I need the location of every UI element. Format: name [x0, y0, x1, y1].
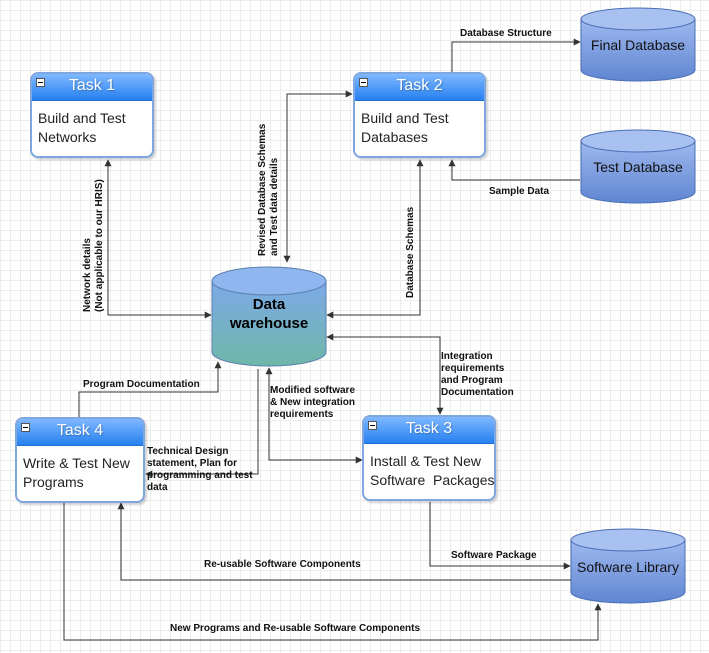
collapse-icon[interactable]	[36, 78, 45, 87]
task3-title: Task 3	[405, 420, 453, 437]
collapse-icon[interactable]	[359, 78, 368, 87]
data-warehouse-cylinder	[211, 266, 327, 367]
flow-reusable-components	[117, 502, 571, 581]
task4-line2: Programs	[23, 474, 84, 490]
modified-software-line1: Modified software	[270, 385, 356, 396]
flow-technical-design	[145, 369, 259, 478]
flow-new-programs	[63, 502, 602, 641]
integration-line4: Documentation	[441, 387, 514, 398]
task1-line1: Build and Test	[38, 110, 126, 126]
network-details-line1: Network details	[82, 238, 93, 312]
label-software-package: Software Package	[451, 550, 537, 561]
task1-title: Task 1	[68, 77, 116, 94]
flow-modified-software	[265, 367, 363, 464]
software-library-label: Software Library	[577, 559, 679, 575]
flow-database-schemas	[326, 159, 424, 319]
task2-box[interactable]: Task 2 Build and Test Databases	[353, 72, 486, 158]
flow-revised-schemas	[283, 90, 353, 263]
label-reusable-components: Re-usable Software Components	[204, 559, 361, 570]
test-database-label: Test Database	[593, 159, 683, 175]
task3-description: Install & Test New Software Packages	[364, 444, 495, 490]
label-modified-software: Modified software & New integration requ…	[270, 385, 355, 421]
task3-line2: Software Packages	[370, 472, 495, 488]
task3-box[interactable]: Task 3 Install & Test New Software Packa…	[362, 415, 496, 501]
final-database-label: Final Database	[590, 37, 686, 53]
flow-software-package	[429, 502, 571, 570]
task4-box[interactable]: Task 4 Write & Test New Programs	[15, 417, 145, 503]
task4-description: Write & Test New Programs	[17, 446, 143, 492]
label-network-details: Network details (Not applicable to our H…	[82, 179, 106, 312]
task2-header: Task 2	[355, 74, 484, 101]
integration-line2: requirements	[441, 363, 505, 374]
label-new-programs: New Programs and Re-usable Software Comp…	[170, 623, 421, 634]
label-database-schemas: Database Schemas	[405, 207, 417, 298]
label-sample-data: Sample Data	[489, 186, 550, 197]
label-program-documentation: Program Documentation	[83, 379, 200, 390]
task1-description: Build and Test Networks	[32, 101, 152, 147]
task1-line2: Networks	[38, 129, 97, 145]
technical-design-line3: programming and test	[147, 470, 253, 481]
data-warehouse-label: Data warehouse	[212, 295, 326, 333]
collapse-icon[interactable]	[368, 421, 377, 430]
data-warehouse-line1: Data	[252, 296, 286, 313]
task4-title: Task 4	[56, 422, 104, 439]
flow-program-documentation	[78, 361, 222, 418]
task2-description: Build and Test Databases	[355, 101, 484, 147]
task2-line1: Build and Test	[361, 110, 449, 126]
task4-line1: Write & Test New	[23, 455, 130, 471]
flow-database-structure	[451, 38, 581, 72]
task2-title: Task 2	[396, 77, 443, 94]
task2-line2: Databases	[361, 129, 428, 145]
label-revised-schemas: Revised Database Schemas and Test data d…	[257, 124, 281, 256]
final-database-cylinder	[580, 7, 696, 82]
flow-sample-data	[448, 159, 580, 181]
revised-schemas-line1: Revised Database Schemas	[257, 123, 268, 256]
technical-design-line1: Technical Design	[147, 446, 229, 457]
database-schemas-text: Database Schemas	[405, 206, 416, 298]
test-database-cylinder	[580, 129, 696, 204]
label-integration: Integration requirements and Program Doc…	[441, 351, 514, 399]
revised-schemas-line2: and Test data details	[269, 157, 280, 256]
network-details-line2: (Not applicable to our HRIS)	[94, 179, 105, 312]
task1-header: Task 1	[32, 74, 152, 101]
integration-line1: Integration	[441, 351, 493, 362]
task3-header: Task 3	[364, 417, 494, 444]
flow-integration	[326, 333, 444, 415]
technical-design-line2: statement, Plan for	[147, 458, 238, 469]
label-database-structure: Database Structure	[460, 28, 552, 39]
flow-network-details	[104, 159, 212, 319]
task4-header: Task 4	[17, 419, 143, 446]
collapse-icon[interactable]	[21, 423, 30, 432]
label-technical-design: Technical Design statement, Plan for pro…	[147, 446, 253, 494]
task3-line1: Install & Test New	[370, 453, 482, 469]
task1-box[interactable]: Task 1 Build and Test Networks	[30, 72, 154, 158]
modified-software-line3: requirements	[270, 409, 334, 420]
integration-line3: and Program	[441, 375, 503, 386]
technical-design-line4: data	[147, 482, 168, 493]
software-library-cylinder	[570, 528, 686, 604]
data-warehouse-line2: warehouse	[229, 315, 309, 332]
modified-software-line2: & New integration	[270, 397, 356, 408]
